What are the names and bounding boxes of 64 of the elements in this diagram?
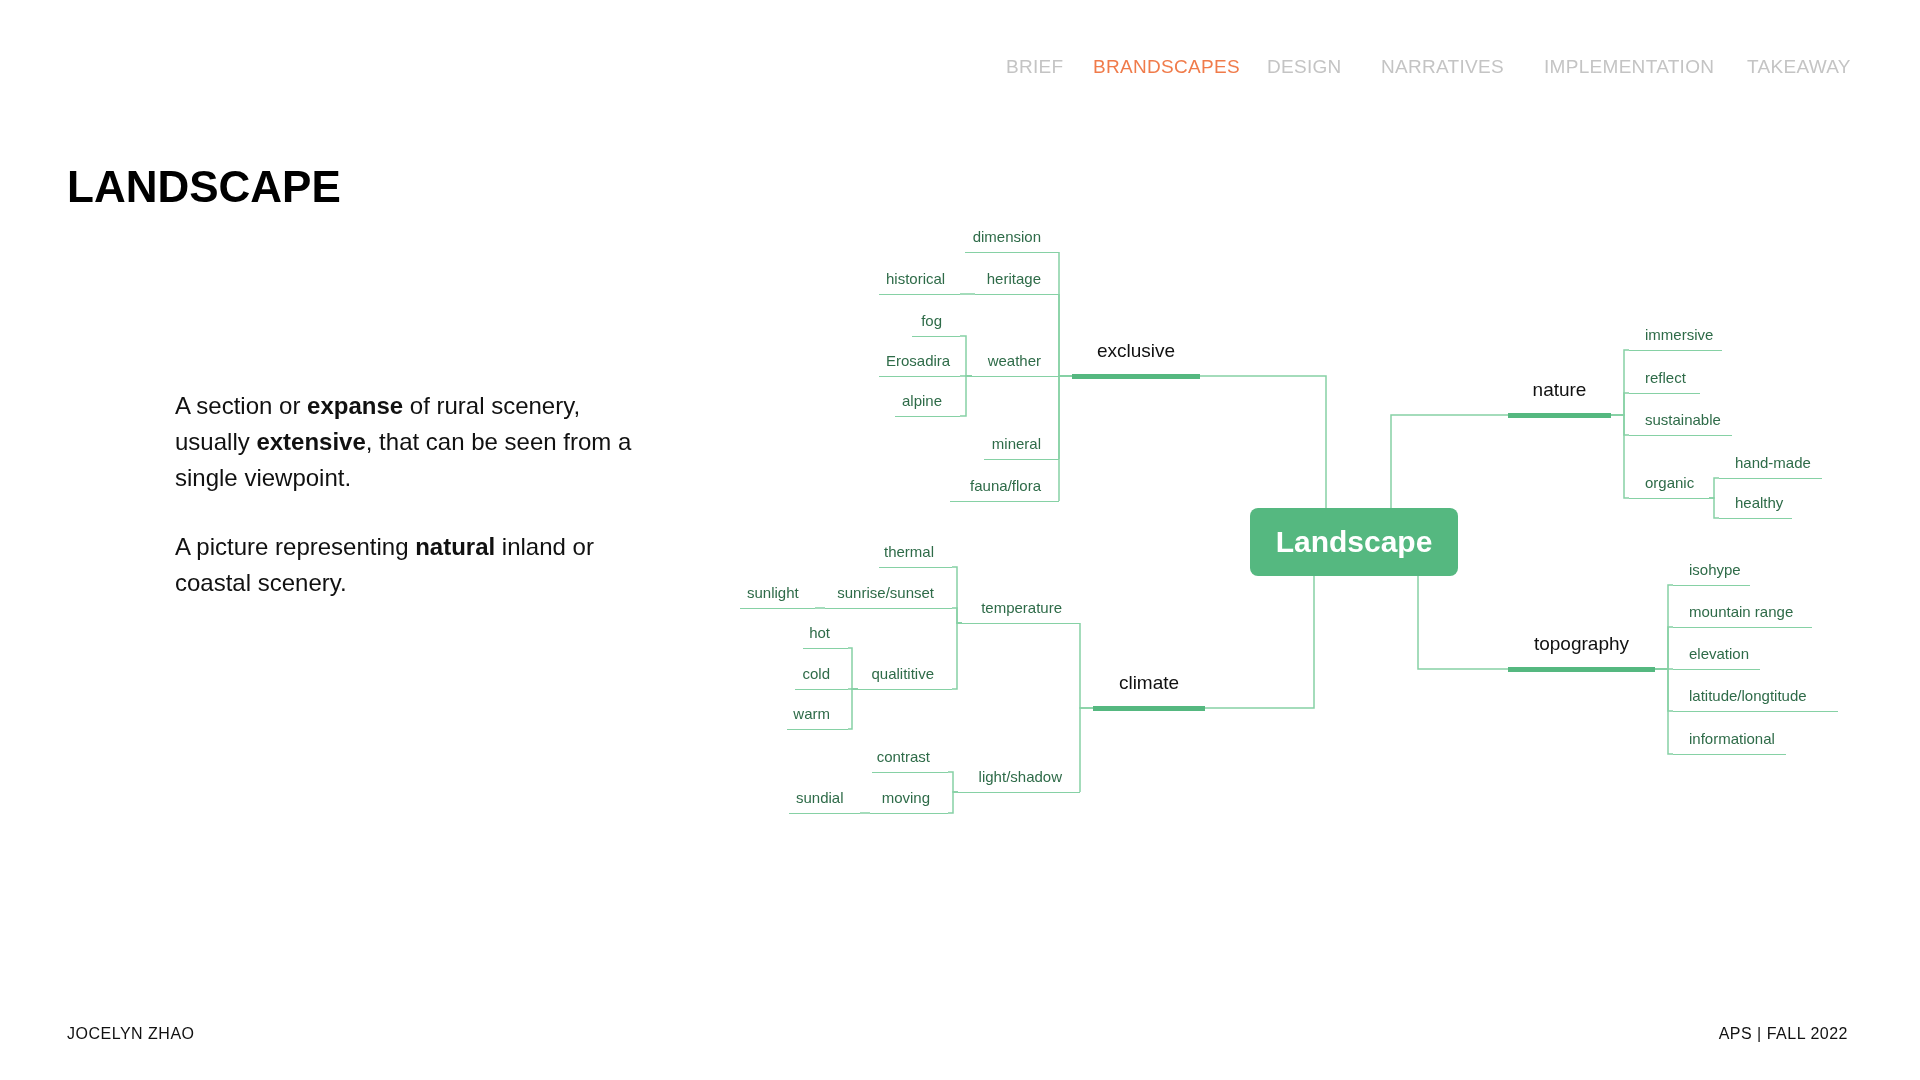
connector-line: [1708, 497, 1720, 519]
connector-line: [1610, 414, 1630, 499]
subtopic: healthy: [1719, 486, 1792, 519]
subtopic: weather: [972, 344, 1059, 377]
description-paragraph: A section or expanse of rural scenery, usually extensive, that can be seen from a single viewpoint.: [175, 391, 633, 493]
nav-link: TAKEAWAY: [1747, 56, 1851, 78]
subtopic: heritage: [975, 262, 1059, 295]
subtopic: cold: [795, 657, 848, 690]
subtopic: Erosadira: [879, 344, 960, 377]
connector-line: [959, 375, 973, 417]
central-topic-box: Landscape: [1250, 508, 1458, 576]
connector-line: [1199, 375, 1327, 509]
subtopic: sundial: [789, 781, 860, 814]
branch-topic: nature: [1508, 369, 1611, 418]
subtopic: mountain range: [1673, 595, 1812, 628]
page-title: LANDSCAPE: [67, 162, 341, 212]
subtopic: sustainable: [1629, 403, 1732, 436]
subtopic: hand-made: [1719, 446, 1822, 479]
connector-line: [814, 607, 826, 609]
subtopic: reflect: [1629, 361, 1700, 394]
subtopic: alpine: [895, 384, 960, 417]
subtopic: light/shadow: [958, 760, 1080, 793]
subtopic: fog: [912, 304, 960, 337]
connector-line: [959, 293, 976, 295]
subtopic: immersive: [1629, 318, 1722, 351]
footer-text: APS | FALL 2022: [1718, 1025, 1848, 1043]
subtopic: isohype: [1673, 553, 1750, 586]
subtopic: fauna/flora: [950, 469, 1059, 502]
subtopic: warm: [787, 697, 848, 730]
branch-topic: climate: [1093, 662, 1205, 711]
connector-line: [1079, 707, 1094, 793]
subtopic: temperature: [962, 591, 1080, 624]
connector-line: [947, 791, 959, 814]
branch-topic: topography: [1508, 623, 1655, 672]
connector-line: [1417, 575, 1509, 670]
nav-link: NARRATIVES: [1381, 56, 1504, 78]
subtopic: sunrise/sunset: [825, 576, 952, 609]
connector-line: [1058, 375, 1073, 502]
active-nav-link: BRANDSCAPES: [1093, 56, 1240, 78]
nav-link: DESIGN: [1267, 56, 1342, 78]
subtopic: historical: [879, 262, 960, 295]
subtopic: qualititive: [858, 657, 952, 690]
connector-line: [859, 812, 871, 814]
nav-link: BRIEF: [1006, 56, 1064, 78]
connector-line: [847, 688, 859, 730]
connector-line: [1654, 668, 1674, 755]
nav-link: IMPLEMENTATION: [1544, 56, 1715, 78]
subtopic: hot: [803, 616, 848, 649]
subtopic: latitude/longtitude: [1673, 679, 1838, 712]
subtopic: organic: [1629, 466, 1709, 499]
subtopic: sunlight: [740, 576, 815, 609]
footer-text: JOCELYN ZHAO: [67, 1025, 195, 1043]
subtopic: moving: [870, 781, 948, 814]
connector-line: [1390, 414, 1509, 509]
description-paragraph: A picture representing natural inland or coastal scenery.: [175, 532, 595, 598]
connector-line: [1204, 575, 1315, 709]
branch-topic: exclusive: [1072, 330, 1200, 379]
subtopic: informational: [1673, 722, 1786, 755]
subtopic: contrast: [872, 740, 948, 773]
subtopic: thermal: [879, 535, 952, 568]
subtopic: mineral: [984, 427, 1059, 460]
subtopic: elevation: [1673, 637, 1760, 670]
connector-line: [951, 622, 963, 690]
subtopic: dimension: [965, 220, 1059, 253]
